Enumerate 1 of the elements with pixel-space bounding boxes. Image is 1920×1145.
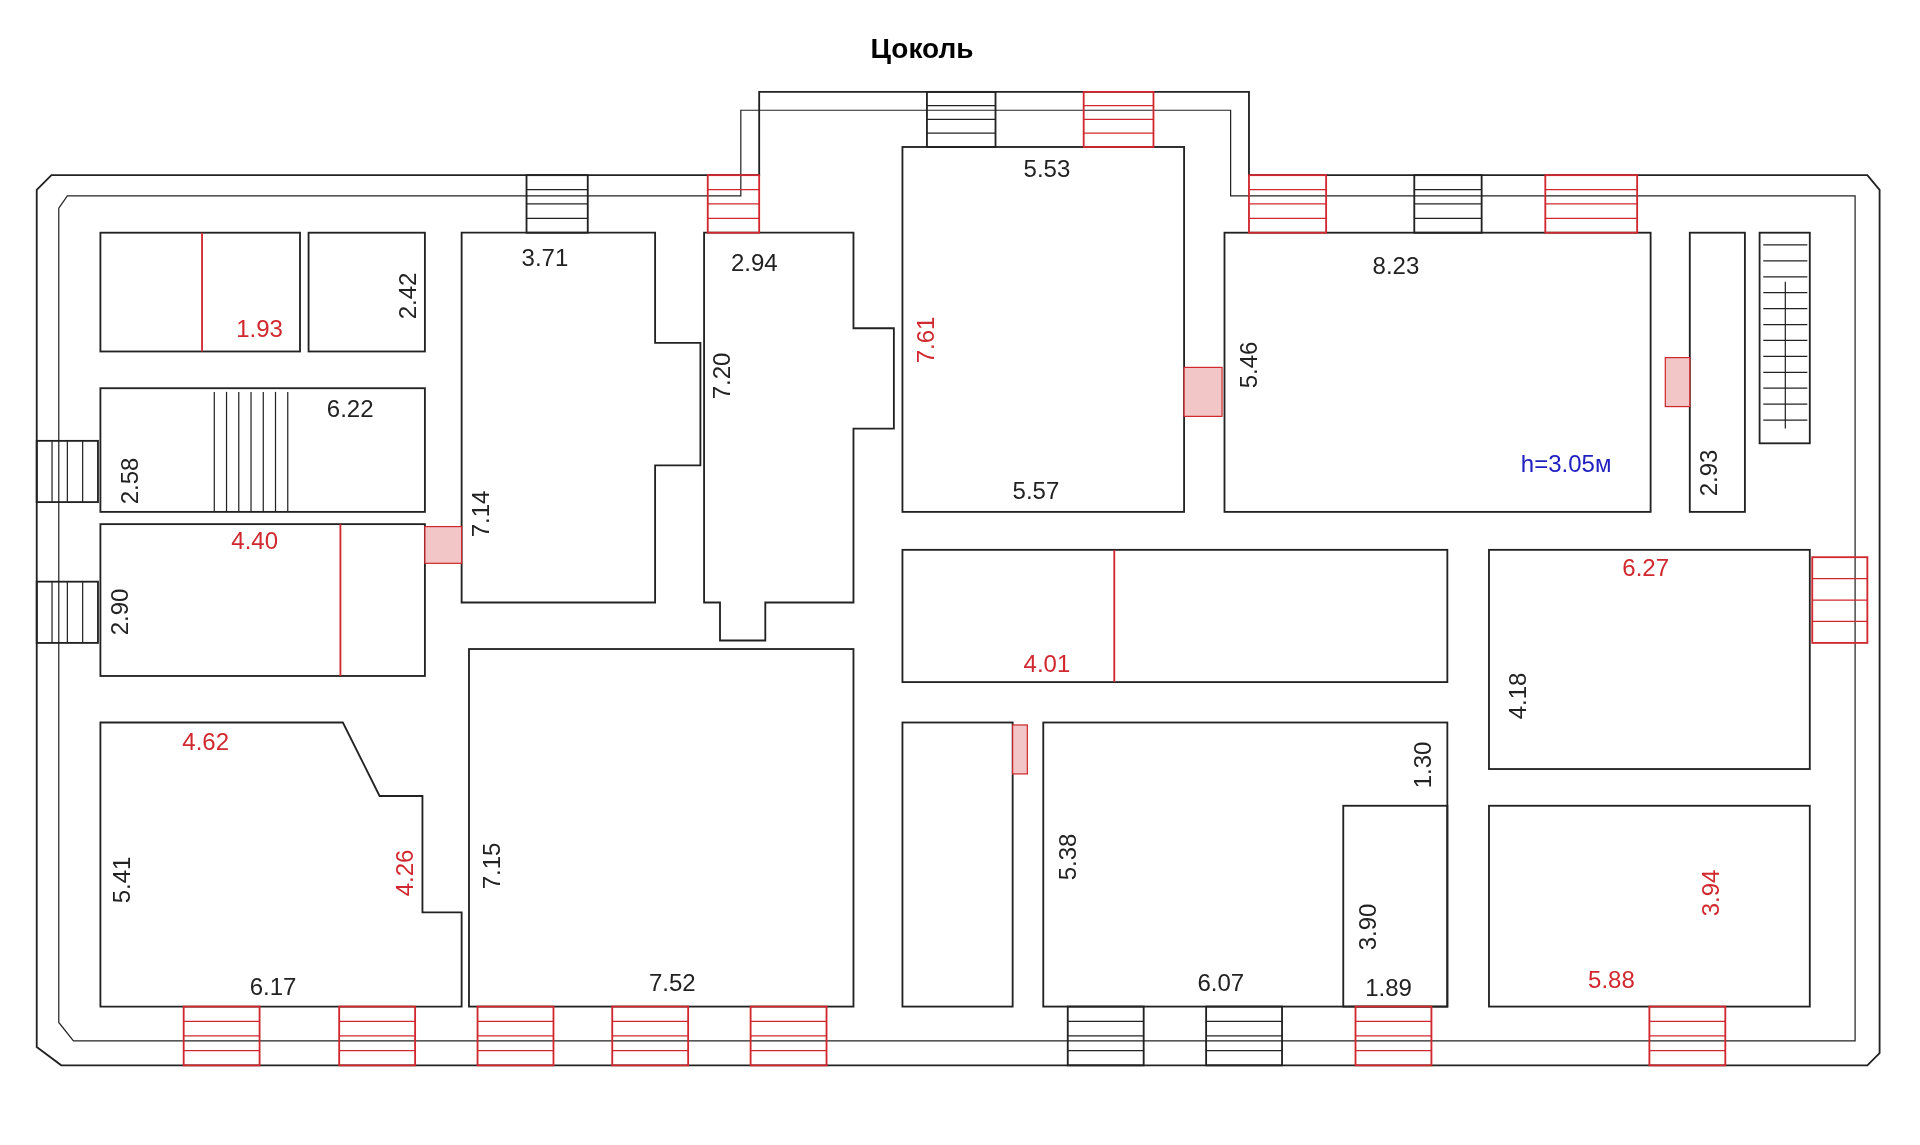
plan-title: Цоколь xyxy=(870,34,974,63)
